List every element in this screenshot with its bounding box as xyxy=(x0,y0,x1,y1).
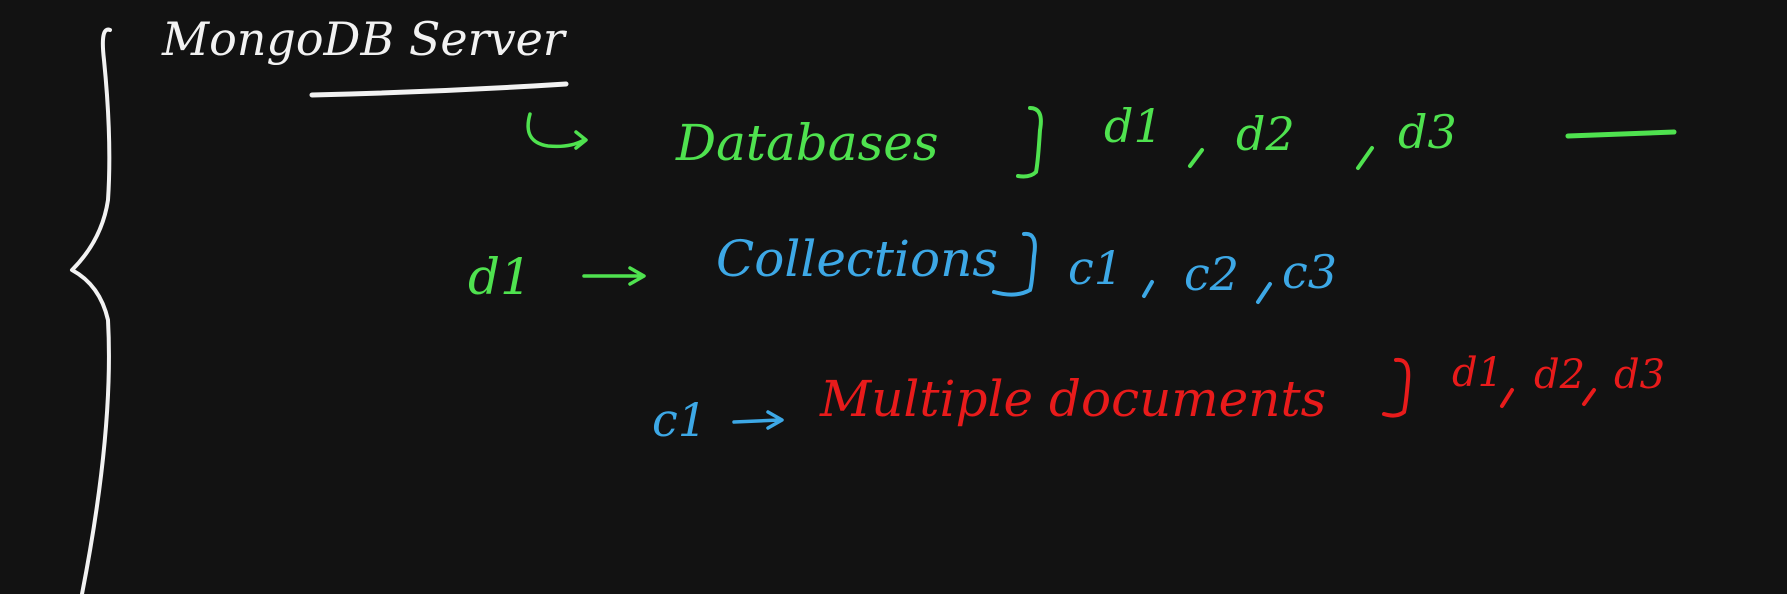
curly-brace xyxy=(70,27,112,594)
doc-comma-1 xyxy=(1500,388,1514,408)
row-label-databases: Databases xyxy=(675,114,939,172)
db-comma-2 xyxy=(1356,146,1374,170)
coll-item-3: c3 xyxy=(1282,245,1337,299)
title-underline xyxy=(309,81,569,98)
row-bracket-databases xyxy=(1016,106,1043,179)
title-text: MongoDB Server xyxy=(161,12,568,66)
row-prefix-d1: d1 xyxy=(468,248,532,306)
doc-item-1: d1 xyxy=(1452,350,1503,396)
row-prefix-c1: c1 xyxy=(652,393,707,447)
db-comma-1 xyxy=(1188,148,1204,168)
db-item-3: d3 xyxy=(1398,105,1457,159)
db-item-2: d2 xyxy=(1236,107,1295,161)
row-bracket-collections xyxy=(992,231,1037,297)
doc-comma-2 xyxy=(1582,388,1596,406)
hook-arrow-icon xyxy=(526,112,588,150)
db-item-1: d1 xyxy=(1104,99,1163,153)
db-dash xyxy=(1565,129,1677,139)
arrow-right-icon xyxy=(582,266,646,286)
row-bracket-documents xyxy=(1382,357,1411,418)
row-label-collections: Collections xyxy=(716,230,998,288)
coll-item-2: c2 xyxy=(1184,247,1239,301)
row-label-documents: Multiple documents xyxy=(819,370,1326,428)
arrow-right-icon xyxy=(732,410,784,430)
doc-item-2: d2 xyxy=(1534,352,1585,398)
coll-comma-1 xyxy=(1142,280,1154,298)
doc-item-3: d3 xyxy=(1614,352,1665,398)
coll-item-1: c1 xyxy=(1068,241,1123,295)
coll-comma-2 xyxy=(1256,282,1272,304)
